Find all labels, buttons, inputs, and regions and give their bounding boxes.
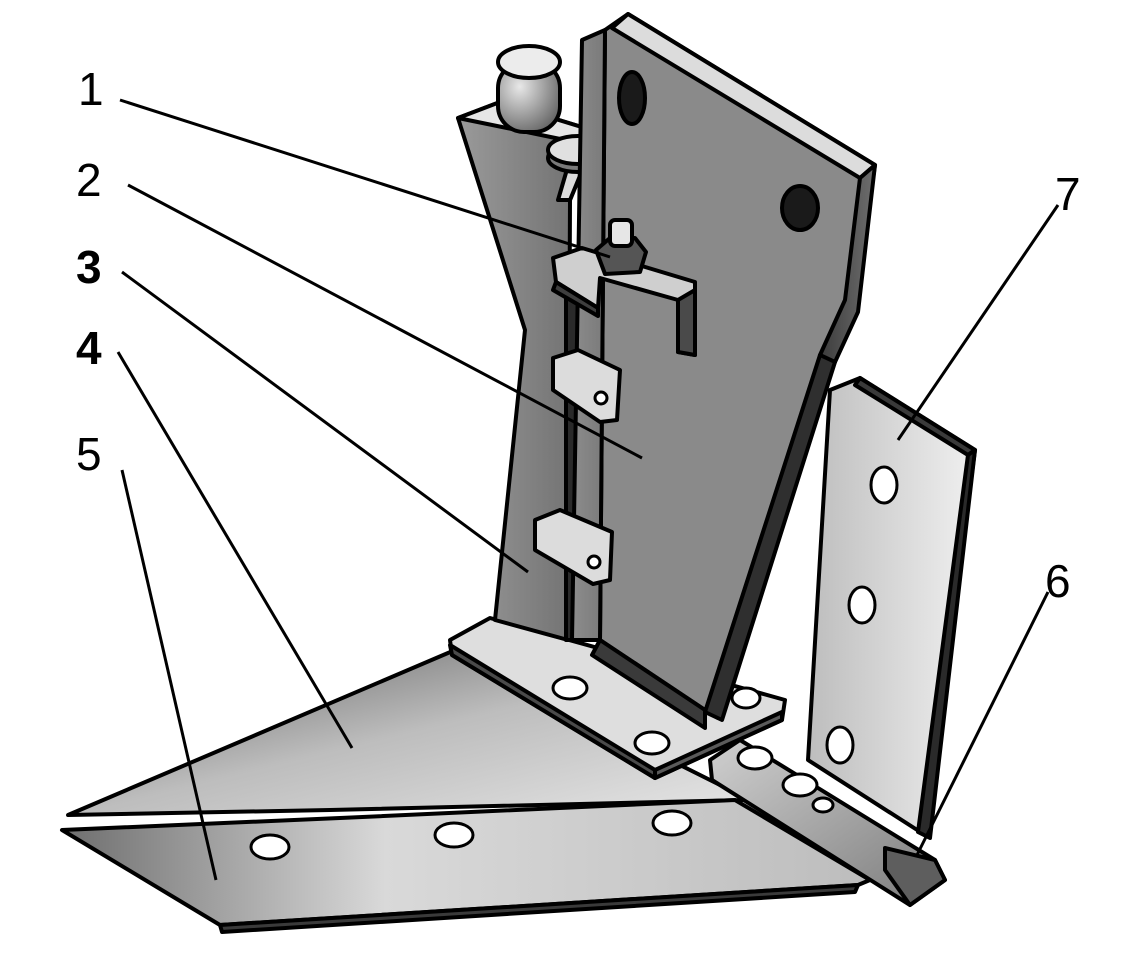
callout-label-7: 7 — [1055, 168, 1081, 220]
top-stud — [496, 44, 562, 134]
heel-hole-1 — [736, 745, 774, 771]
leader-line-3 — [121, 270, 529, 574]
heel-bar — [708, 738, 947, 907]
foot-hole-1 — [551, 675, 589, 701]
foot-hole-3 — [730, 686, 762, 710]
landside-hole-2 — [847, 585, 877, 625]
leader-line-2 — [127, 183, 643, 460]
plate-hole-lower — [780, 184, 820, 232]
plate-hole-upper — [617, 70, 647, 126]
callout-label-4: 4 — [76, 322, 102, 374]
leader-line-1 — [119, 98, 611, 259]
foot-hole-2 — [633, 730, 671, 756]
callout-label-3: 3 — [76, 241, 102, 293]
clamp-nut — [594, 218, 648, 276]
callout-label-6: 6 — [1045, 555, 1071, 607]
callout-label-5: 5 — [76, 428, 102, 480]
share-hole-2 — [433, 821, 475, 849]
leader-line-7 — [896, 204, 1060, 441]
landside-hole-3 — [825, 725, 855, 765]
share-hole-1 — [249, 833, 291, 861]
rod-clip-lower — [533, 508, 614, 586]
heel-hole-2 — [781, 772, 819, 798]
landside-plate — [806, 376, 977, 840]
callout-label-1: 1 — [78, 63, 104, 115]
mouldboard-mount-plate — [570, 12, 877, 730]
rod-clip-upper — [551, 348, 622, 424]
callout-label-2: 2 — [76, 154, 102, 206]
leader-line-6 — [914, 591, 1050, 858]
landside-hole-1 — [869, 465, 899, 505]
leader-line-4 — [116, 351, 354, 749]
share-hole-3 — [651, 809, 693, 837]
heel-hole-3 — [811, 796, 835, 814]
leader-line-5 — [120, 469, 218, 881]
share-lower — [60, 798, 872, 934]
